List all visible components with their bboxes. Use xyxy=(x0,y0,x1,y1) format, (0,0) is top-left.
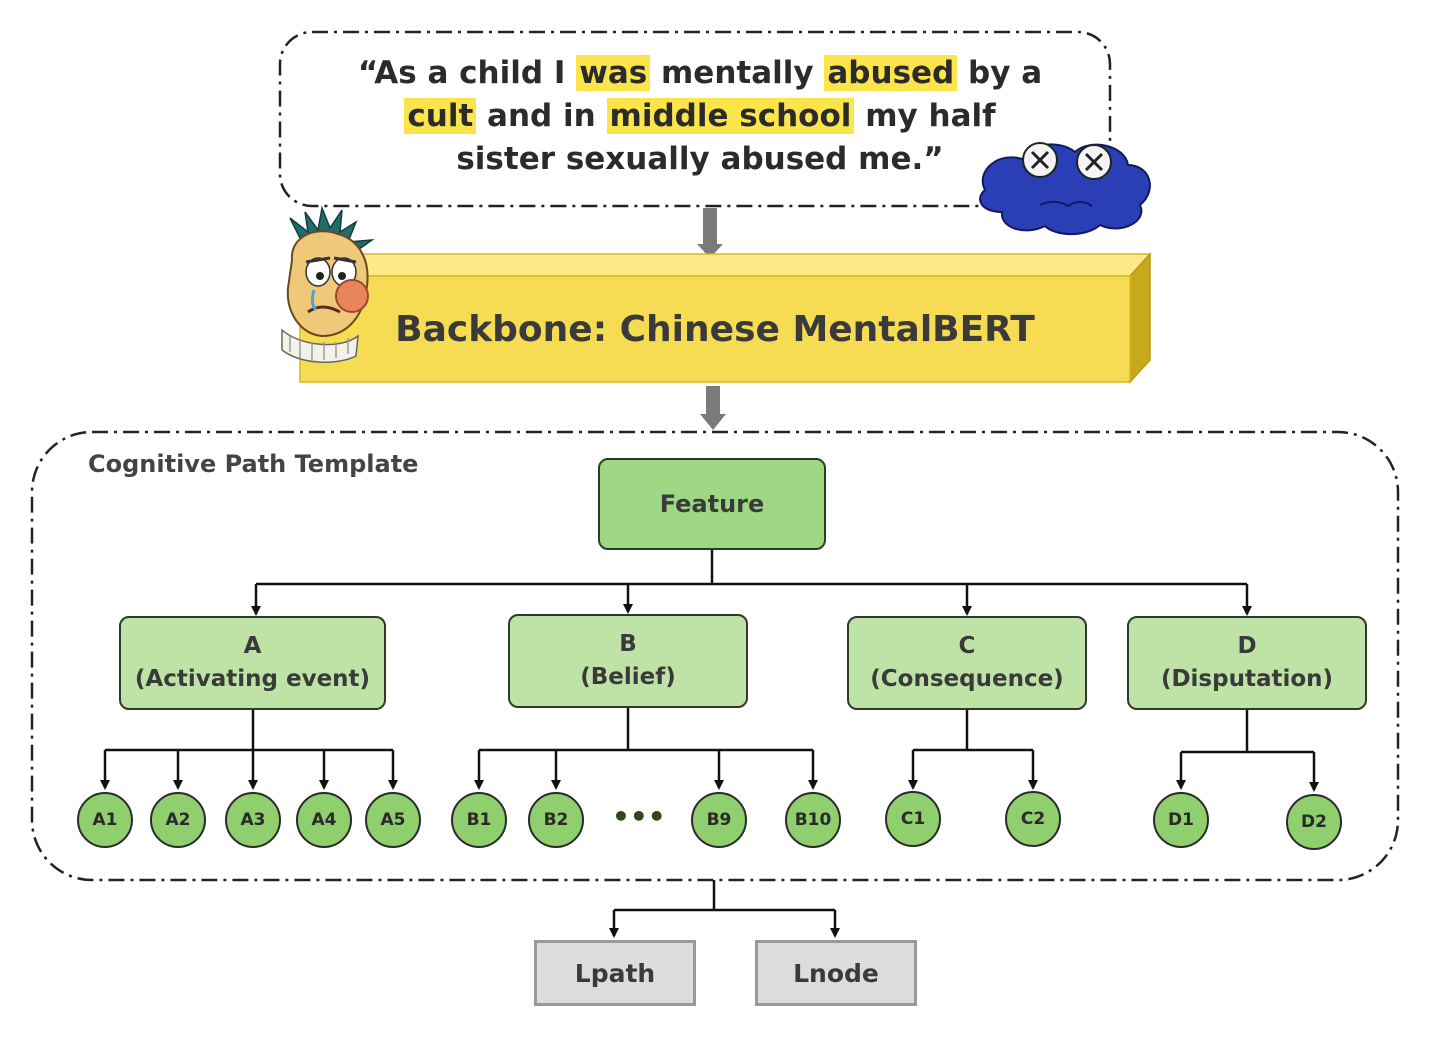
category-a-letter: A xyxy=(243,633,262,659)
category-c-name: (Consequence) xyxy=(870,666,1064,692)
arrow-backbone-to-template xyxy=(700,386,726,430)
node-a2: A2 xyxy=(150,792,206,848)
quote-segment: sister sexually abused me.” xyxy=(456,141,944,177)
category-a-box: A (Activating event) xyxy=(119,616,386,710)
crying-cartoon-face-icon xyxy=(281,205,375,363)
category-a-name: (Activating event) xyxy=(134,666,371,692)
node-c1: C1 xyxy=(885,791,941,847)
category-b-letter: B xyxy=(619,631,637,657)
quote-highlight-middle-school: middle school xyxy=(606,98,855,134)
category-c-box: C (Consequence) xyxy=(847,616,1087,710)
d-connectors xyxy=(1176,710,1319,792)
node-b10: B10 xyxy=(785,792,841,848)
node-b9: B9 xyxy=(691,792,747,848)
quote-line-2: cult and in middle school my half xyxy=(300,95,1100,138)
node-c2: C2 xyxy=(1005,791,1061,847)
loss-path-box: Lpath xyxy=(534,940,696,1006)
loss-node-box: Lnode xyxy=(755,940,917,1006)
backbone-label: Backbone: Chinese MentalBERT xyxy=(395,309,1035,350)
node-d1: D1 xyxy=(1153,792,1209,848)
category-c-letter: C xyxy=(958,633,976,659)
node-a4: A4 xyxy=(296,792,352,848)
c-connectors xyxy=(908,710,1038,790)
quote-highlight-was: was xyxy=(576,55,651,91)
arrow-quote-to-backbone xyxy=(697,208,723,258)
quote-line-1: “As a child I was mentally abused by a xyxy=(300,52,1100,95)
node-b1: B1 xyxy=(451,792,507,848)
quote-line-3: sister sexually abused me.” xyxy=(300,138,1100,181)
quote-segment: mentally xyxy=(650,55,825,91)
category-d-name: (Disputation) xyxy=(1160,666,1334,692)
quote-highlight-cult: cult xyxy=(404,98,477,134)
feature-node: Feature xyxy=(598,458,826,550)
node-d2: D2 xyxy=(1286,794,1342,850)
node-b2: B2 xyxy=(528,792,584,848)
node-ellipsis: ••• xyxy=(612,800,666,833)
node-a1: A1 xyxy=(77,792,133,848)
loss-connectors xyxy=(609,880,840,938)
dizzy-blue-cloud-icon xyxy=(979,142,1151,236)
node-a5: A5 xyxy=(365,792,421,848)
node-a3: A3 xyxy=(225,792,281,848)
template-title: Cognitive Path Template xyxy=(88,450,419,478)
quote-segment: and in xyxy=(476,98,607,134)
quote-segment: “As a child I xyxy=(357,55,577,91)
a-connectors xyxy=(100,710,398,790)
category-b-box: B (Belief) xyxy=(508,614,748,708)
quote-segment: my half xyxy=(854,98,996,134)
input-quote: “As a child I was mentally abused by a c… xyxy=(300,52,1100,181)
feature-connectors xyxy=(251,550,1252,616)
category-d-letter: D xyxy=(1237,633,1257,659)
quote-highlight-abused: abused xyxy=(824,55,958,91)
quote-frame xyxy=(278,30,1112,208)
quote-segment: by a xyxy=(957,55,1043,91)
category-d-box: D (Disputation) xyxy=(1127,616,1367,710)
category-b-name: (Belief) xyxy=(580,664,676,690)
template-frame xyxy=(30,430,1400,882)
b-connectors xyxy=(474,708,818,790)
